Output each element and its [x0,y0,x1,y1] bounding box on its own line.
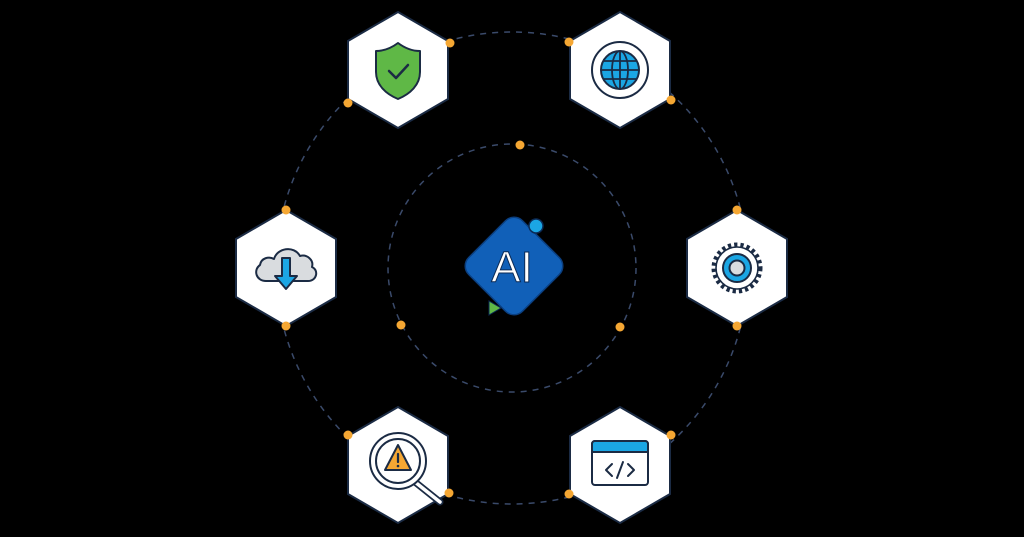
ai-logo-label: AI [491,243,533,292]
play-icon [488,300,502,316]
cloud-download-icon [255,248,318,290]
inner-ring [387,143,637,393]
hex-node-cloud-download[interactable] [235,208,337,328]
gear-icon [711,242,763,294]
globe-icon [591,41,649,99]
shield-check-icon [375,42,421,100]
connector-dots [281,37,742,499]
inner-ring-dots [396,140,625,332]
hex-node-code[interactable] [569,405,671,525]
hex-node-settings[interactable] [686,208,788,328]
hex-node-network[interactable] [569,10,671,130]
ai-logo-dot [528,218,544,234]
code-window-icon [591,440,649,486]
hex-node-threat-detection[interactable] [347,405,449,525]
ai-logo: AI [464,216,564,316]
magnifier-warning-icon [369,432,444,506]
hex-node-security[interactable] [347,10,449,130]
